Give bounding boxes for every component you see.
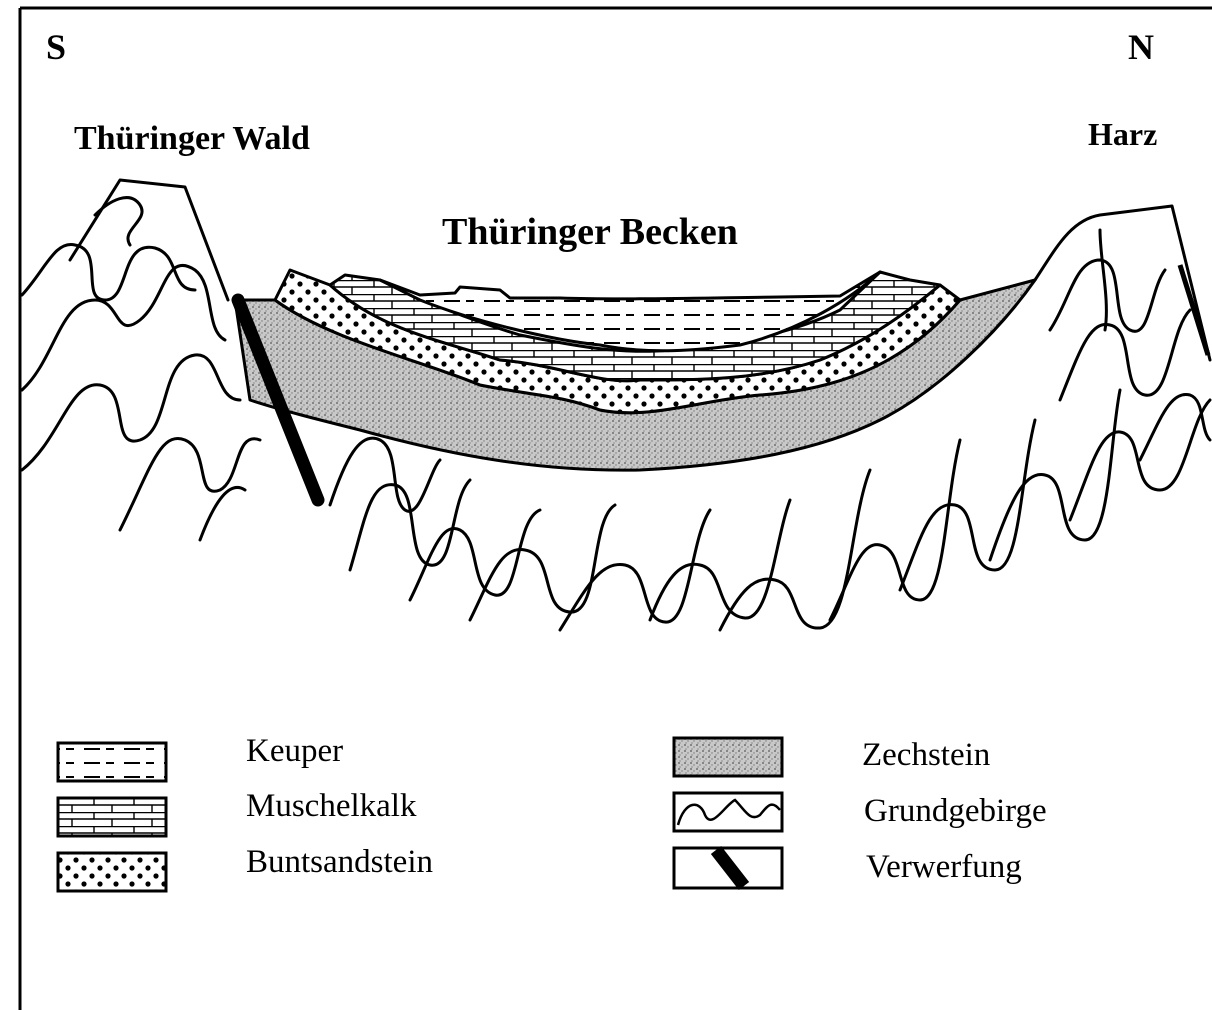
label-thueringer-becken: Thüringer Becken: [442, 210, 738, 254]
legend-swatch-grundgebirge: [674, 793, 782, 831]
legend-label-buntsandstein: Buntsandstein: [246, 844, 433, 881]
direction-south: S: [46, 26, 66, 68]
direction-north: N: [1128, 26, 1154, 68]
legend-swatch-zechstein: [674, 738, 782, 776]
legend-label-keuper: Keuper: [246, 733, 343, 770]
label-thueringer-wald: Thüringer Wald: [74, 120, 310, 158]
legend-label-muschelkalk: Muschelkalk: [246, 788, 416, 825]
legend-swatch-muschelkalk: [58, 798, 166, 836]
legend-swatch-buntsandstein: [58, 853, 166, 891]
legend-label-verwerfung: Verwerfung: [866, 849, 1022, 886]
legend-swatch-keuper: [58, 743, 166, 781]
legend-label-zechstein: Zechstein: [862, 737, 990, 774]
legend-label-grundgebirge: Grundgebirge: [864, 793, 1047, 830]
label-harz: Harz: [1088, 116, 1157, 153]
